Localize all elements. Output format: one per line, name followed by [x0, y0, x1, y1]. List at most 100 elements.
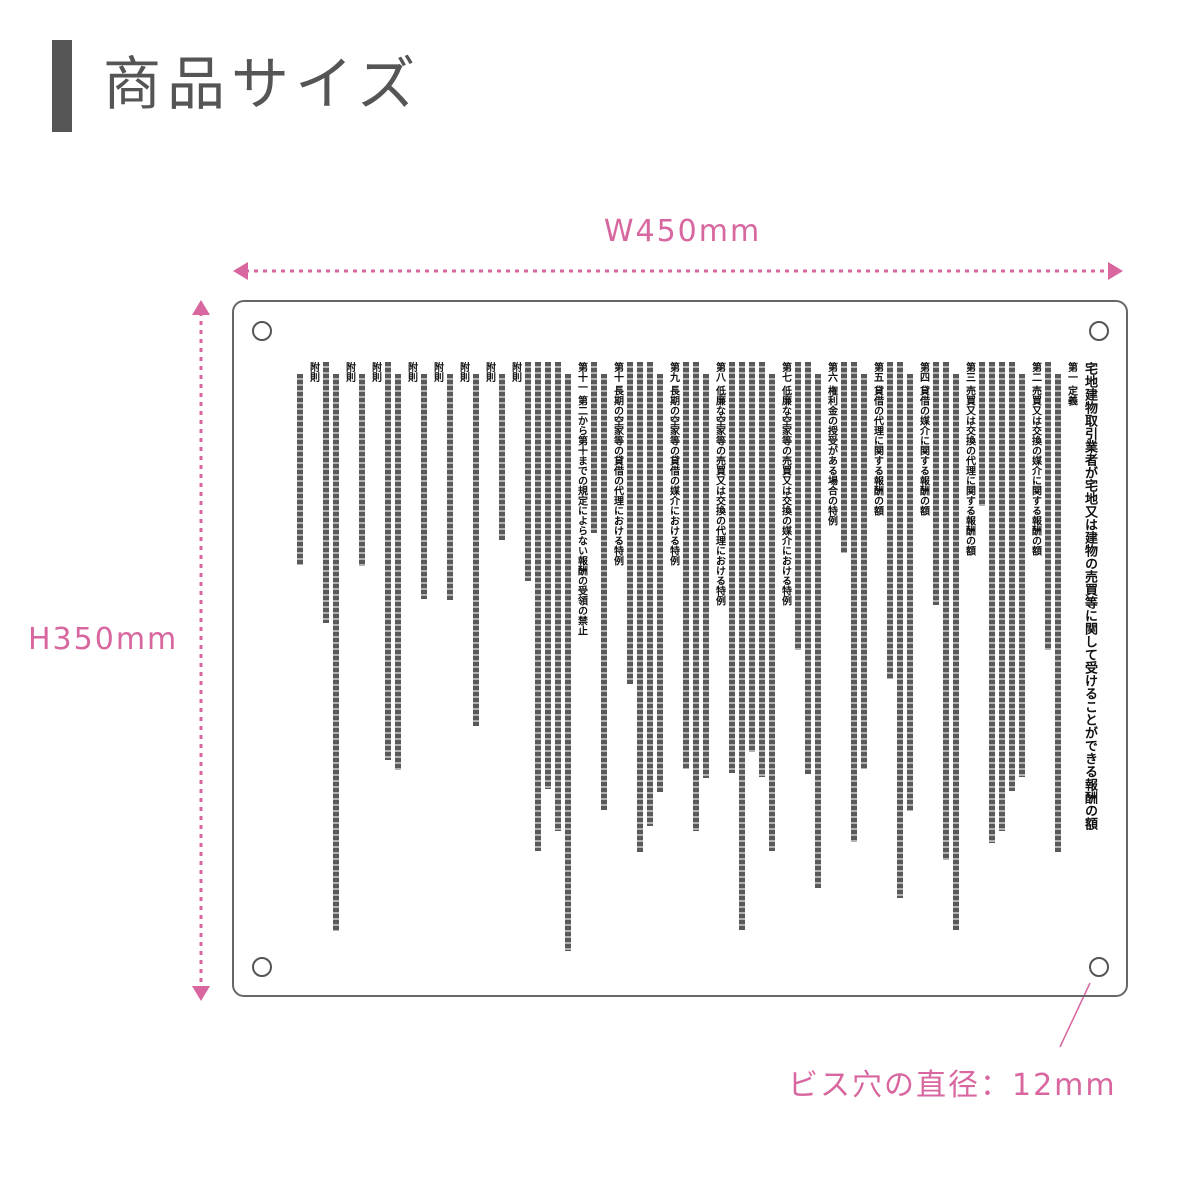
body-text-line	[682, 362, 689, 962]
body-text-line	[758, 362, 765, 962]
body-text-line	[498, 362, 505, 962]
text-line-bar	[420, 374, 427, 600]
body-text-line	[978, 362, 985, 962]
text-line-bar	[524, 362, 531, 582]
text-line-bar	[1054, 374, 1061, 853]
text-line-bar	[636, 362, 643, 853]
text-line-bar	[702, 374, 709, 779]
body-text-line	[998, 362, 1005, 962]
text-line-bar	[906, 374, 913, 811]
section-heading-column: 附則	[456, 362, 469, 962]
text-line-bar	[446, 374, 453, 600]
text-line-bar	[626, 362, 633, 684]
sign-plate	[232, 300, 1128, 997]
text-line-bar	[498, 374, 505, 541]
section-heading: 第二 売買又は交換の媒介に関する報酬の額	[1029, 362, 1041, 556]
body-text-line	[296, 362, 303, 962]
width-label: W450mm	[603, 214, 762, 249]
section-heading: 第九 長期の空家等の貸借の媒介における特例	[667, 362, 679, 566]
body-text-line	[472, 362, 479, 962]
section-heading: 附則	[405, 362, 417, 382]
screw-hole-top-left	[252, 321, 272, 341]
arrow-left-icon	[233, 262, 248, 280]
text-line-bar	[794, 362, 801, 651]
text-line-bar	[998, 362, 1005, 831]
section-heading-column: 附則	[368, 362, 381, 962]
section-heading: 附則	[509, 362, 521, 382]
body-text-line	[322, 362, 329, 962]
section-heading: 附則	[369, 362, 381, 382]
body-text-line	[850, 362, 857, 962]
body-text-line	[692, 362, 699, 962]
section-heading: 第十 長期の空家等の貸借の代理における特例	[611, 362, 623, 566]
body-text-line	[906, 362, 913, 962]
arrow-down-icon	[192, 986, 210, 1001]
section-heading-column: 附則	[342, 362, 355, 962]
text-line-bar	[932, 362, 939, 606]
section-heading: 附則	[431, 362, 443, 382]
section-heading: 第六 権利金の授受がある場合の特例	[825, 362, 837, 526]
text-line-bar	[840, 362, 847, 553]
plate-title: 宅地建物取引業者が宅地又は建物の売買等に関して受けることができる報酬の額	[1082, 362, 1097, 830]
body-text-line	[420, 362, 427, 962]
plate-text: 宅地建物取引業者が宅地又は建物の売買等に関して受けることができる報酬の額 第一 …	[268, 362, 1098, 962]
body-text-line	[1008, 362, 1015, 962]
body-text-line	[748, 362, 755, 962]
section-heading: 第八 低廉な空家等の売買又は交換の代理における特例	[713, 362, 725, 606]
section-heading-column: 第二 売買又は交換の媒介に関する報酬の額	[1028, 362, 1041, 962]
text-line-bar	[850, 362, 857, 842]
text-line-bar	[544, 362, 551, 789]
text-line-bar	[728, 362, 735, 773]
text-line-bar	[656, 374, 663, 792]
section-heading-column: 附則	[508, 362, 521, 962]
body-text-line	[768, 362, 775, 962]
text-line-bar	[748, 362, 755, 752]
section-heading-column: 附則	[430, 362, 443, 962]
arrow-up-icon	[192, 300, 210, 315]
section-heading-column: 第七 低廉な空家等の売買又は交換の媒介における特例	[778, 362, 791, 962]
body-text-line	[952, 362, 959, 962]
body-text-line	[600, 362, 607, 962]
hole-leader-line	[1059, 982, 1091, 1048]
section-heading: 附則	[343, 362, 355, 382]
body-text-line	[886, 362, 893, 962]
body-text-line	[1018, 362, 1025, 962]
body-text-line	[932, 362, 939, 962]
text-line-bar	[896, 362, 903, 899]
page-title: 商品サイズ	[103, 50, 422, 118]
text-line-bar	[646, 362, 653, 826]
text-line-bar	[988, 362, 995, 844]
body-text-line	[646, 362, 653, 962]
body-text-line	[988, 362, 995, 962]
section-heading-column: 第六 権利金の授受がある場合の特例	[824, 362, 837, 962]
section-heading: 附則	[307, 362, 319, 382]
text-line-bar	[692, 362, 699, 831]
section-heading: 第五 貸借の代理に関する報酬の額	[871, 362, 883, 516]
screw-hole-top-right	[1089, 321, 1109, 341]
body-text-line	[534, 362, 541, 962]
body-text-line	[394, 362, 401, 962]
body-text-line	[636, 362, 643, 962]
text-line-bar	[590, 362, 597, 534]
body-text-line	[896, 362, 903, 962]
text-line-bar	[1018, 374, 1025, 778]
text-line-bar	[758, 362, 765, 778]
section-heading-column: 附則	[404, 362, 417, 962]
hole-diameter-label: ビス穴の直径：12mm	[788, 1068, 1117, 1103]
height-label: H350mm	[28, 622, 179, 657]
screw-hole-bottom-left	[252, 957, 272, 977]
text-line-bar	[814, 374, 821, 889]
text-line-bar	[472, 374, 479, 726]
screw-hole-bottom-right	[1089, 957, 1109, 977]
section-heading-column: 第八 低廉な空家等の売買又は交換の代理における特例	[712, 362, 725, 962]
body-text-line	[524, 362, 531, 962]
section-heading: 第十一 第二から第十までの規定によらない報酬の受領の禁止	[575, 362, 587, 636]
section-heading-column: 第九 長期の空家等の貸借の媒介における特例	[666, 362, 679, 962]
text-line-bar	[322, 362, 329, 624]
body-text-line	[1054, 362, 1061, 962]
body-text-line	[554, 362, 561, 962]
text-line-bar	[534, 362, 541, 852]
body-text-line	[860, 362, 867, 962]
section-heading-column: 第三 売買又は交換の代理に関する報酬の額	[962, 362, 975, 962]
body-text-line	[564, 362, 571, 962]
